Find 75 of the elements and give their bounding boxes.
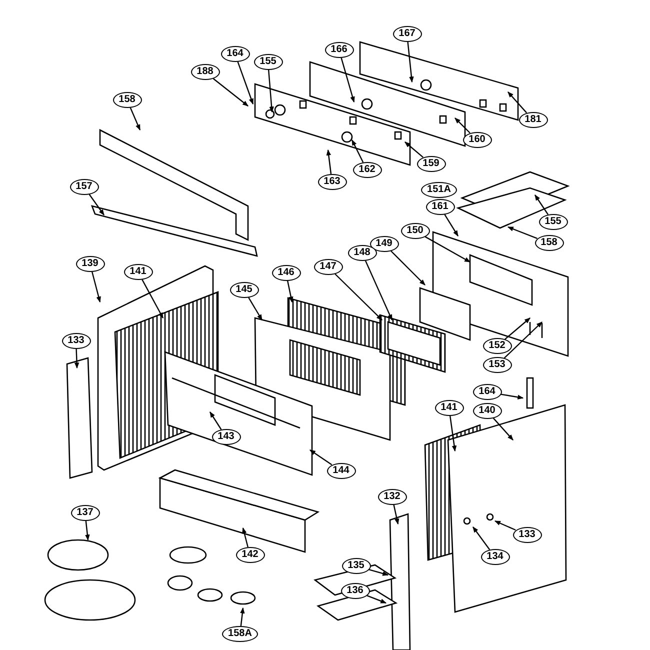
callout-number: 141 [434,400,464,416]
callout-number: 158A [222,626,258,642]
callout-number: 141 [124,264,152,280]
leader-line [212,78,248,106]
leader-line [494,520,516,531]
leader-line [210,412,222,430]
callout-number: 151A [421,182,457,198]
callout-number: 140 [472,403,502,419]
callout-number: 155 [254,54,282,70]
callout-number: 146 [272,265,300,281]
leader-line [340,58,355,103]
leader-line [85,520,90,541]
leader-line [508,92,528,114]
callout-number: 160 [462,132,492,148]
leader-line [454,118,470,134]
callout-number: 150 [400,223,430,239]
callout-number: 164 [472,384,502,400]
callout-number: 148 [348,245,376,261]
callout-number: 155 [538,214,568,230]
leader-line [268,70,274,113]
leader-line [390,250,426,286]
leader-line [444,214,459,236]
leader-line [504,318,530,340]
callout-number: 181 [518,112,548,128]
leader-line [450,416,457,452]
leader-line [504,322,542,359]
leader-line [472,526,490,550]
leader-line [366,595,387,604]
callout-number: 135 [342,558,370,574]
leader-line [237,62,254,105]
leader-line [507,226,538,239]
callout-number: 133 [62,333,90,349]
callout-number: 153 [482,357,512,373]
leader-line [240,607,245,626]
callout-number: 132 [378,489,406,505]
leader-line [74,348,80,369]
callout-number: 188 [190,64,220,80]
leader-line [88,194,104,216]
leader-line [334,274,382,320]
leader-line [364,260,393,321]
callout-number: 137 [70,505,100,521]
callout-number: 142 [236,547,264,563]
callout-number: 145 [230,282,258,298]
leader-line [492,418,514,440]
leader-line [242,527,248,548]
leader-line [500,394,524,400]
callout-number: 158 [534,235,564,251]
callout-number: 164 [220,46,250,62]
leader-line [92,272,101,303]
leader-line [326,149,332,174]
callout-number: 157 [70,179,98,195]
leader-line [287,280,294,303]
leader-line [393,504,400,525]
callout-number: 149 [370,236,398,252]
callout-number: 139 [76,256,104,272]
callout-number: 158 [112,92,142,108]
leader-line [130,108,141,131]
callout-number: 166 [324,42,354,58]
leader-line [534,194,548,215]
callout-number: 167 [392,26,422,42]
leader-line [368,569,389,576]
leader-line [407,42,414,83]
callout-number: 144 [326,463,356,479]
callout-number: 163 [318,174,346,190]
callout-number: 162 [352,162,382,178]
callout-number: 159 [416,156,446,172]
leader-line [142,279,164,319]
callout-number: 152 [482,338,512,354]
leader-line [248,297,263,321]
leader-line [404,142,424,158]
leader-line [351,139,364,163]
leader-line [310,450,332,466]
callout-number: 147 [314,259,342,275]
leader-line [424,236,471,263]
callout-number: 161 [426,199,454,215]
